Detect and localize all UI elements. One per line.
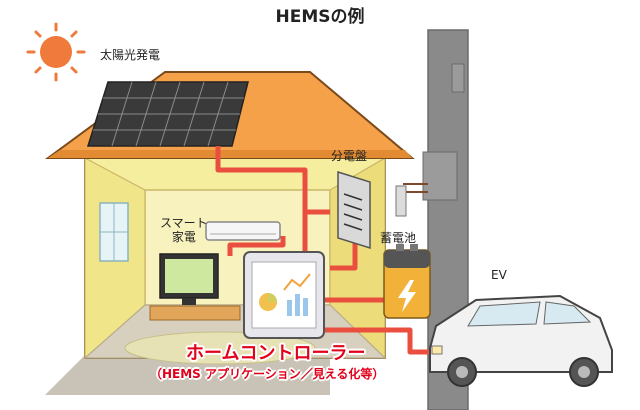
label-ev: EV xyxy=(491,268,507,282)
solar-panel-icon xyxy=(86,81,249,147)
label-storage-battery: 蓄電池 xyxy=(380,231,417,245)
house-floor xyxy=(45,355,330,395)
label-smart-appliance-line1: スマート xyxy=(160,216,208,230)
sun-icon xyxy=(26,22,86,82)
diagram-title: HEMSの例 xyxy=(275,7,365,27)
ev-car-icon xyxy=(429,294,613,387)
distribution-panel-icon xyxy=(337,170,371,250)
air-conditioner-icon xyxy=(205,221,281,241)
label-distribution-panel: 分電盤 xyxy=(331,149,368,163)
house xyxy=(83,156,387,365)
tv-icon xyxy=(159,253,219,305)
label-home-controller: ホームコントローラー xyxy=(186,343,366,364)
label-solar: 太陽光発電 xyxy=(100,48,161,62)
label-home-controller-sub: （HEMS アプリケーション／見える化等） xyxy=(150,367,385,381)
controller-icon xyxy=(243,251,325,339)
label-smart-appliance: スマート 家電 xyxy=(160,216,208,245)
label-smart-appliance-line2: 家電 xyxy=(171,229,196,244)
battery-icon xyxy=(383,244,431,319)
